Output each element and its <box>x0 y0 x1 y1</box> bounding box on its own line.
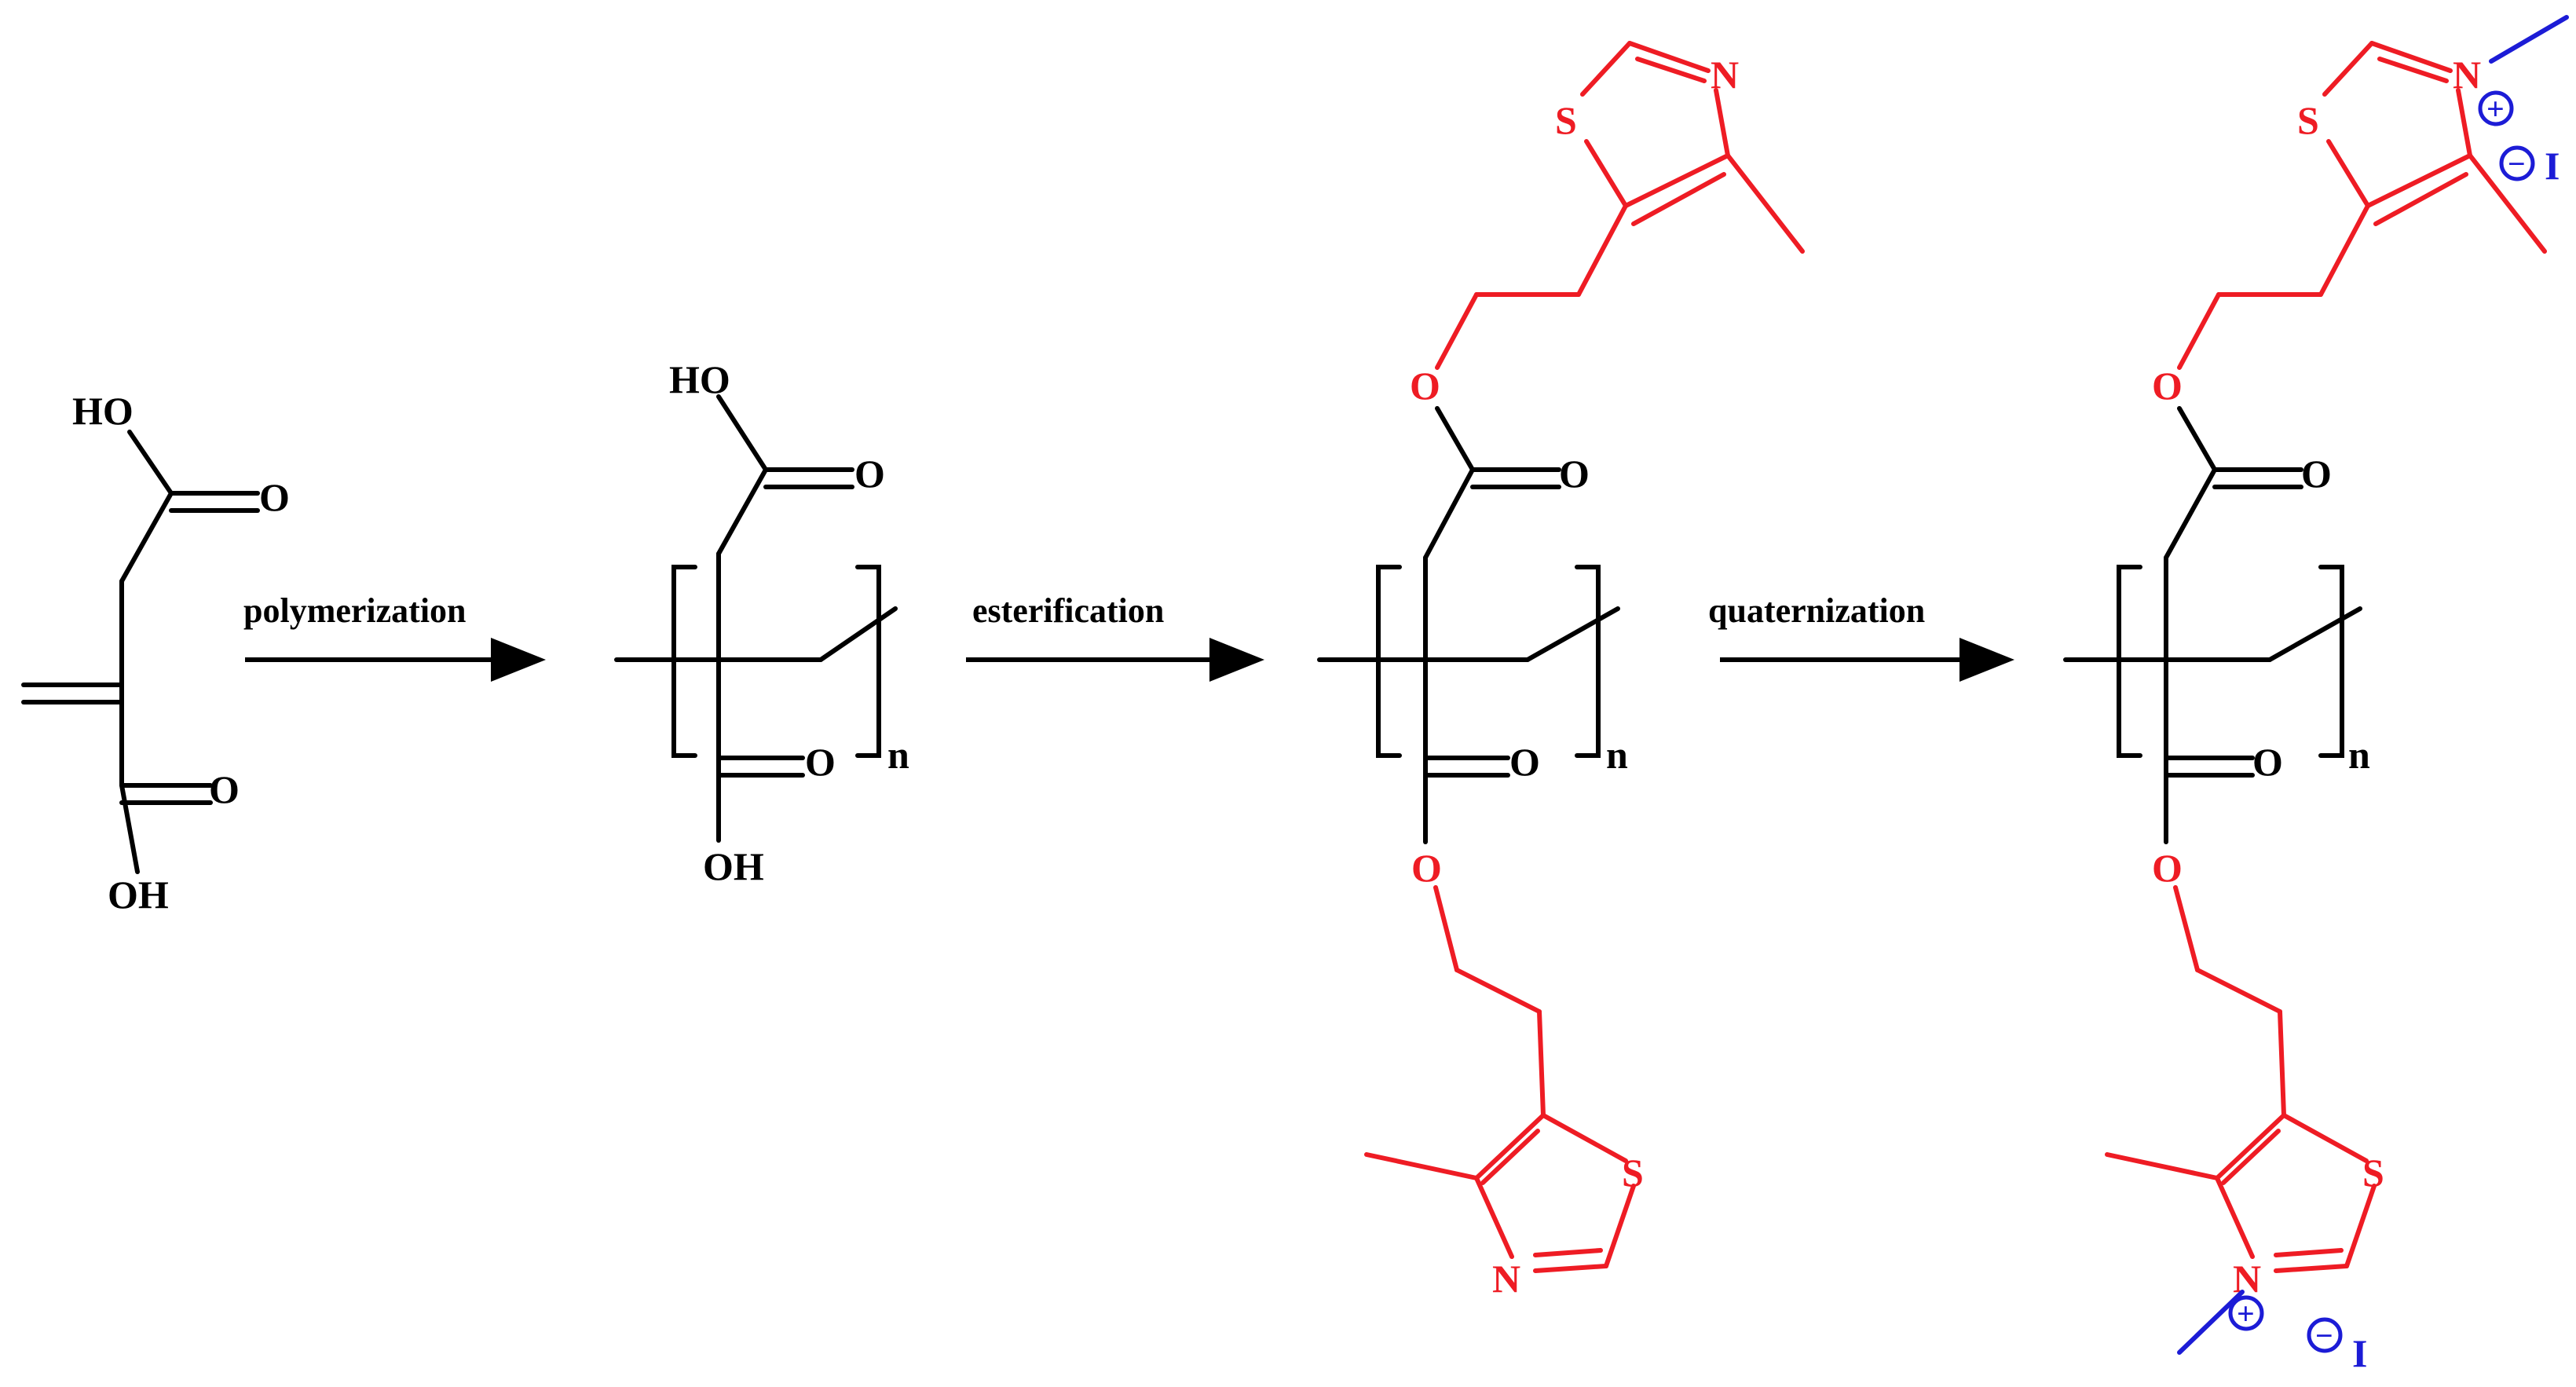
esterified-polymer-top-bonds-black <box>1435 406 1475 472</box>
svg-text:+: + <box>2486 91 2505 126</box>
svg-text:+: + <box>2237 1296 2255 1331</box>
bottom-plus-charge: + <box>2228 1295 2264 1331</box>
polymerization-arrow <box>245 638 546 682</box>
quat-top-thiazole-arm <box>2177 41 2547 370</box>
bottom-iodide-counterion: − I <box>2307 1317 2367 1375</box>
top-ester-o: O <box>1410 364 1440 408</box>
quat-carbonyl-o-bottom: O <box>2252 740 2283 784</box>
itaconic-acid-monomer <box>21 430 260 874</box>
top-thiazole-s: S <box>1555 98 1577 142</box>
monomer-oh-label: OH <box>108 873 169 917</box>
bottom-thiazole-n: N <box>1492 1257 1520 1301</box>
svg-text:−: − <box>2508 146 2526 181</box>
polymer-carbonyl-o-bottom: O <box>805 740 836 784</box>
polymer-carbonyl-o-top: O <box>854 452 885 496</box>
svg-text:I: I <box>2545 144 2560 188</box>
top-n-methyl <box>2489 15 2569 64</box>
quaternized-polymer-backbone <box>2063 406 2362 844</box>
monomer-carbonyl-o-top: O <box>259 475 290 519</box>
ester-carbonyl-o-top: O <box>1559 452 1590 496</box>
monomer-ho-label: HO <box>72 389 134 433</box>
top-thiazole-n: N <box>1711 53 1739 97</box>
quat-bottom-thiazole-s: S <box>2362 1151 2384 1195</box>
quat-bottom-thiazole-arm <box>2105 885 2377 1273</box>
polymer-oh-label: OH <box>703 844 764 888</box>
svg-text:−: − <box>2315 1318 2333 1353</box>
quat-repeat-n: n <box>2348 733 2370 777</box>
svg-text:I: I <box>2352 1331 2367 1375</box>
top-iodide-counterion: − I <box>2499 144 2560 188</box>
esterification-label: esterification <box>972 591 1164 630</box>
esterification-arrow <box>966 638 1264 682</box>
bottom-ester-o: O <box>1411 846 1442 890</box>
esterified-polymer-backbone <box>1317 467 1620 844</box>
quat-top-ester-o: O <box>2152 364 2183 408</box>
quat-top-thiazole-s: S <box>2297 98 2319 142</box>
bottom-n-methyl <box>2177 1290 2245 1355</box>
bottom-thiazole-arm <box>1364 885 1636 1273</box>
quaternization-arrow <box>1720 638 2014 682</box>
quat-bottom-ester-o: O <box>2152 846 2183 890</box>
quat-carbonyl-o-top: O <box>2301 452 2332 496</box>
bottom-thiazole-s: S <box>1622 1151 1644 1195</box>
polymer-ho-label: HO <box>669 357 730 401</box>
poly-itaconic-acid <box>614 394 898 843</box>
ester-repeat-n: n <box>1606 733 1628 777</box>
quat-top-thiazole-n: N <box>2453 53 2481 97</box>
monomer-carbonyl-o-bottom: O <box>209 767 240 811</box>
ester-carbonyl-o-bottom: O <box>1509 740 1540 784</box>
top-plus-charge: + <box>2478 90 2514 126</box>
polymer-repeat-n: n <box>887 733 909 777</box>
polymerization-label: polymerization <box>243 591 467 630</box>
top-thiazole-arm <box>1435 41 1805 370</box>
quaternization-label: quaternization <box>1708 591 1925 630</box>
